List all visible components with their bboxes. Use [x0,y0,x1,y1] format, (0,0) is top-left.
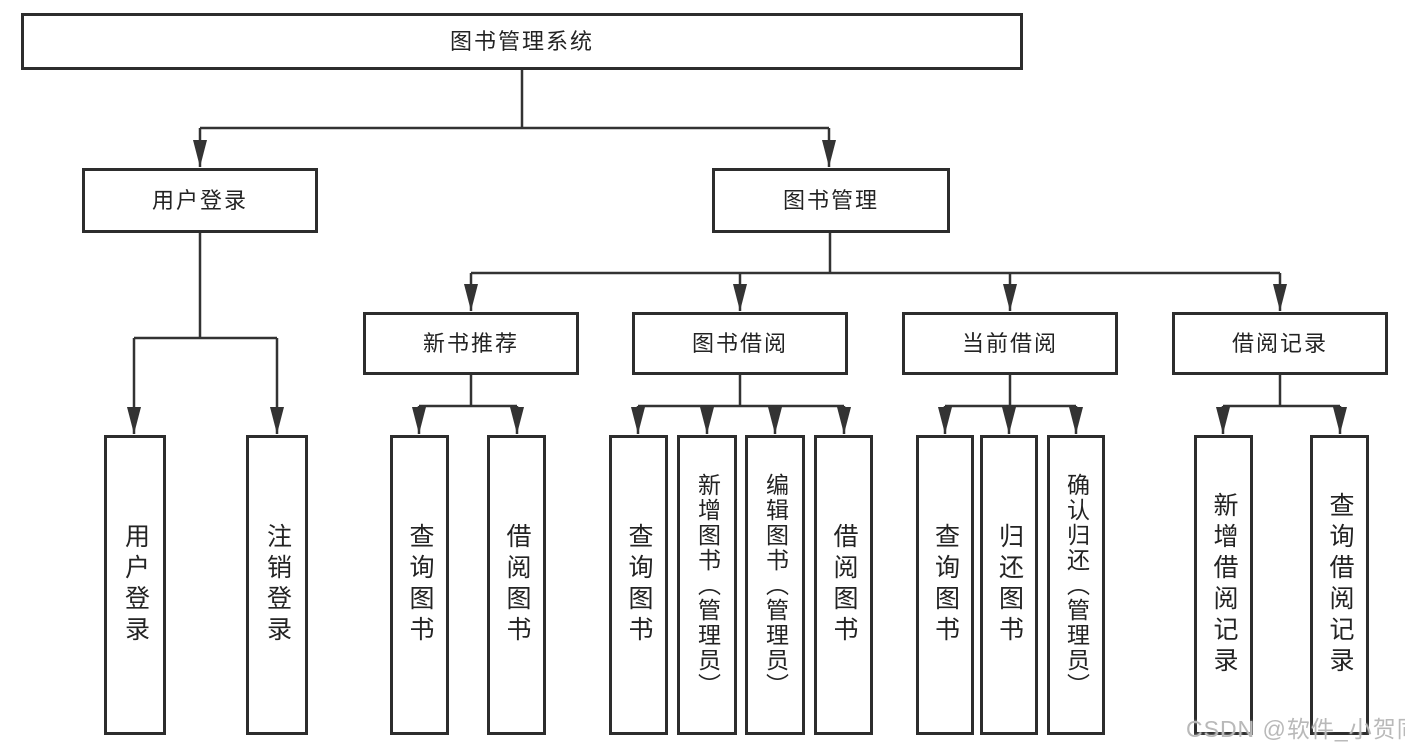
node-current-borrowing: 当前借阅 [902,312,1118,375]
leaf-edit-books-admin: 编辑图书（管理员） [745,435,805,735]
node-book-management-module: 图书管理 [712,168,950,233]
leaf-confirm-return-admin: 确认归还（管理员） [1047,435,1105,735]
node-book-borrowing: 图书借阅 [632,312,848,375]
node-new-book-recommend: 新书推荐 [363,312,579,375]
leaf-add-borrow-record: 新增借阅记录 [1194,435,1253,735]
leaf-add-books-admin: 新增图书（管理员） [677,435,737,735]
leaf-user-login: 用户登录 [104,435,166,735]
leaf-borrow-books: 借阅图书 [814,435,873,735]
csdn-watermark: CSDN @软件_小贺同学 [1186,716,1405,742]
node-root-system: 图书管理系统 [21,13,1023,70]
leaf-query-books-borrowing: 查询图书 [609,435,668,735]
leaf-query-books-current: 查询图书 [916,435,974,735]
leaf-query-borrow-record: 查询借阅记录 [1310,435,1369,735]
node-user-login-module: 用户登录 [82,168,318,233]
node-borrowing-records: 借阅记录 [1172,312,1388,375]
leaf-logout: 注销登录 [246,435,308,735]
leaf-return-books: 归还图书 [980,435,1038,735]
leaf-borrow-books-recommend: 借阅图书 [487,435,546,735]
leaf-query-books-recommend: 查询图书 [390,435,449,735]
